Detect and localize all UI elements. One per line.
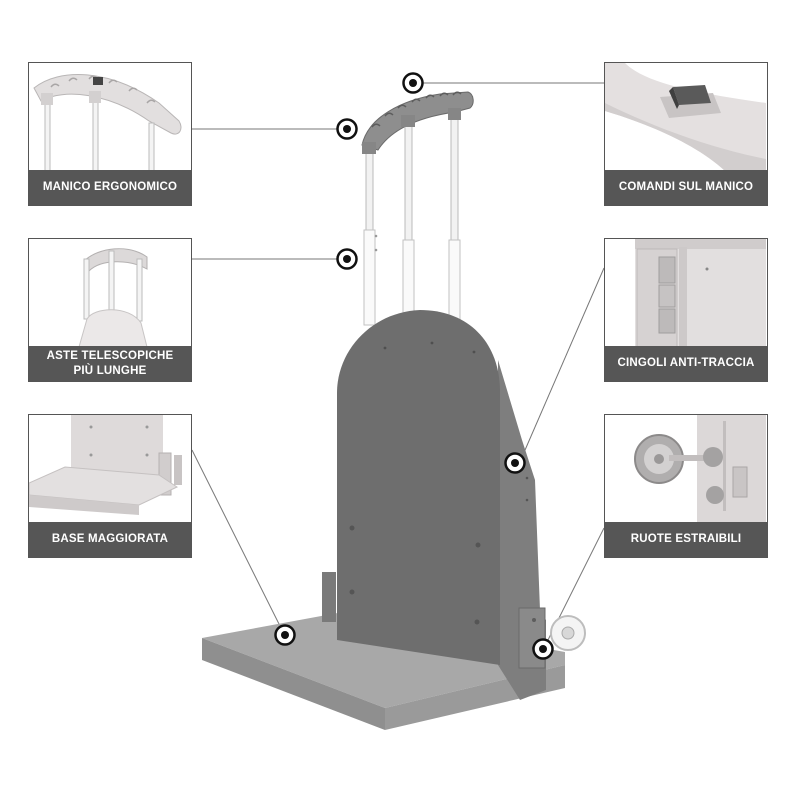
handle-controls-closeup-image xyxy=(605,63,766,171)
feature-card-aste-telescopiche: ASTE TELESCOPICHE PIÙ LUNGHE xyxy=(28,238,192,382)
marker-base xyxy=(274,624,296,646)
enlarged-base-image xyxy=(29,415,190,523)
ergonomic-handle xyxy=(361,91,474,154)
telescopic-poles xyxy=(363,117,461,326)
feature-card-ruote-estraibili: RUOTE ESTRAIBILI xyxy=(604,414,768,558)
main-body-panel xyxy=(337,310,500,665)
callout-line-cingoli xyxy=(521,267,605,458)
feature-label: CINGOLI ANTI-TRACCIA xyxy=(605,346,767,381)
telescopic-poles-image xyxy=(29,239,190,347)
retractable-wheel xyxy=(550,615,586,651)
feature-card-cingoli-anti-traccia: CINGOLI ANTI-TRACCIA xyxy=(604,238,768,382)
feature-card-manico-ergonomico: MANICO ERGONOMICO xyxy=(28,62,192,206)
anti-mark-tracks-image xyxy=(605,239,766,347)
handle-closeup-image xyxy=(29,63,190,171)
marker-manico xyxy=(336,118,358,140)
feature-card-comandi-sul-manico: COMANDI SUL MANICO xyxy=(604,62,768,206)
callout-line-base xyxy=(191,449,283,631)
feature-label: BASE MAGGIORATA xyxy=(29,522,191,557)
marker-aste xyxy=(336,248,358,270)
marker-cingoli xyxy=(504,452,526,474)
feature-card-base-maggiorata: BASE MAGGIORATA xyxy=(28,414,192,558)
side-frame xyxy=(322,360,546,700)
feature-label: RUOTE ESTRAIBILI xyxy=(605,522,767,557)
feature-label: ASTE TELESCOPICHE PIÙ LUNGHE xyxy=(29,346,191,381)
marker-ruote xyxy=(532,638,554,660)
callout-lines xyxy=(191,82,605,641)
callout-markers xyxy=(274,72,554,660)
retractable-wheels-image xyxy=(605,415,766,523)
marker-comandi xyxy=(402,72,424,94)
feature-label: COMANDI SUL MANICO xyxy=(605,170,767,205)
feature-label: MANICO ERGONOMICO xyxy=(29,170,191,205)
